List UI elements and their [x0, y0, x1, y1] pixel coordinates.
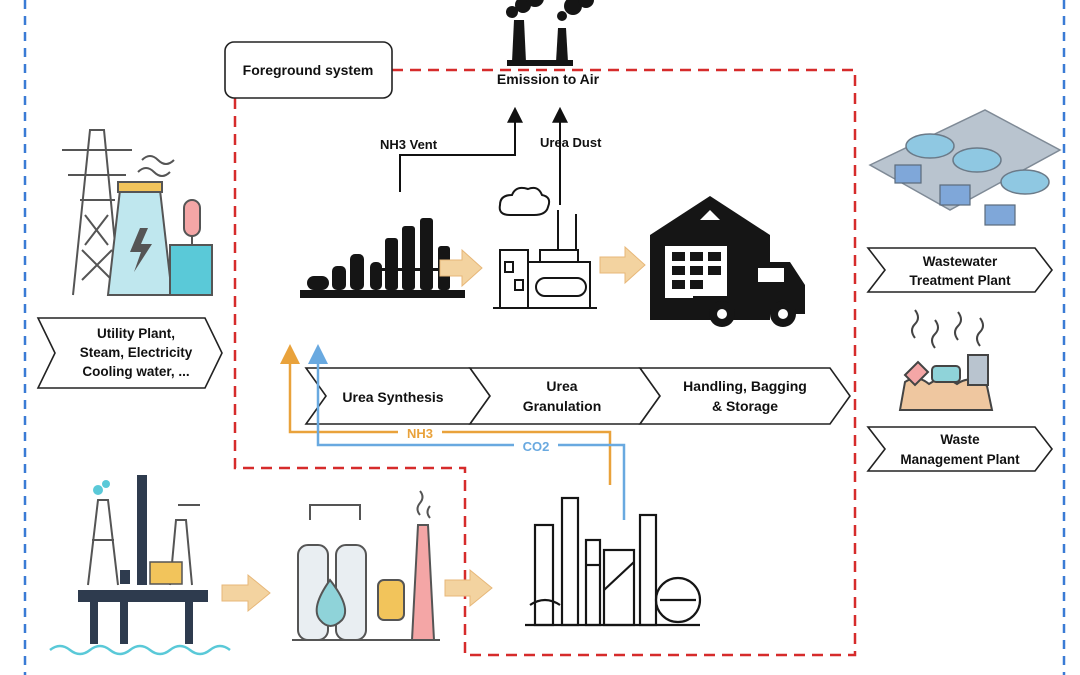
- wastewater-plant-icon: [868, 109, 1062, 226]
- urea-dust-label: Urea Dust: [540, 135, 602, 150]
- stage-handling-bagging-storage: Handling, Bagging & Storage: [638, 367, 851, 425]
- wastewater-line2: Treatment Plant: [909, 273, 1011, 288]
- wastewater-line1: Wastewater: [923, 254, 998, 269]
- stage-urea-granulation: Urea Granulation: [468, 367, 661, 425]
- waste-management-line1: Waste: [940, 432, 980, 447]
- warehouse-truck-icon: [650, 196, 805, 327]
- stage-handling-line2: & Storage: [712, 398, 778, 414]
- utility-plant-line2: Steam, Electricity: [80, 345, 193, 360]
- emission-to-air-label: Emission to Air: [497, 71, 600, 87]
- nh3-feed-line: [280, 344, 612, 485]
- foreground-system-label-box: Foreground system: [224, 41, 393, 99]
- nh3-vent-arrow: [399, 106, 523, 192]
- foreground-boundary: [233, 68, 857, 657]
- stage-handling-line1: Handling, Bagging: [683, 378, 807, 394]
- utility-plant-label-box: Utility Plant, Steam, Electricity Coolin…: [36, 317, 223, 389]
- wastewater-label-box: Wastewater Treatment Plant: [866, 247, 1054, 293]
- stage-urea-synthesis: Urea Synthesis: [304, 367, 491, 425]
- co2-flow-label: CO2: [523, 439, 550, 454]
- gas-processing-plant-icon: [292, 490, 440, 641]
- emission-chimney-icon: [506, 0, 594, 66]
- foreground-system-label: Foreground system: [243, 62, 374, 78]
- stage-urea-granulation-line2: Granulation: [523, 398, 602, 414]
- utility-plant-line3: Cooling water, ...: [82, 364, 189, 379]
- granulation-plant-icon: [493, 186, 597, 309]
- flow-arrow-processing-to-ammonia-plant: [444, 568, 493, 608]
- flow-arrow-platform-to-processing: [221, 573, 271, 613]
- urea-synthesis-plant-icon: [300, 218, 465, 298]
- flow-arrow-synthesis-to-granulation: [439, 248, 483, 288]
- offshore-platform-icon: [49, 475, 231, 656]
- utility-plant-line1: Utility Plant,: [97, 326, 175, 341]
- waste-management-line2: Management Plant: [900, 452, 1020, 467]
- co2-feed-line: [308, 344, 626, 520]
- nh3-vent-label: NH3 Vent: [380, 137, 438, 152]
- stage-urea-granulation-line1: Urea: [546, 378, 577, 394]
- flow-arrow-granulation-to-storage: [599, 245, 646, 285]
- stage-urea-synthesis-label: Urea Synthesis: [342, 389, 443, 405]
- nh3-flow-label: NH3: [407, 426, 433, 441]
- waste-management-icon: [898, 309, 994, 411]
- waste-management-label-box: Waste Management Plant: [866, 426, 1054, 472]
- ammonia-plant-icon: [525, 496, 702, 627]
- utility-plant-icon: [62, 129, 213, 296]
